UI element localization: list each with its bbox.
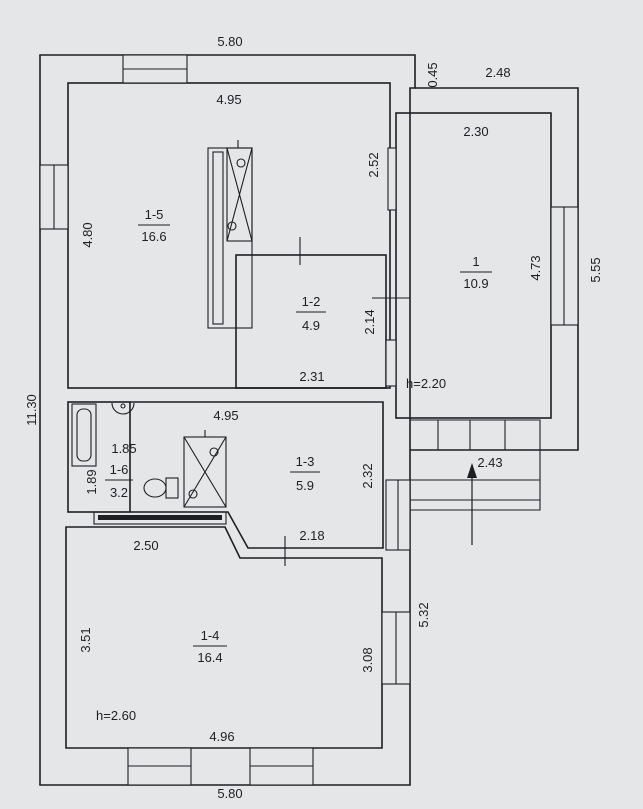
room-1-area: 10.9 [463,276,488,291]
room-1-5-height: 4.80 [80,222,95,247]
room-1-3-bottom: 2.18 [299,528,324,543]
room-1-2 [235,254,387,389]
room-1-3-id: 1-3 [296,454,315,469]
door-frame [385,339,397,387]
room-1-3-height: 2.32 [360,463,375,488]
outer-wall [39,54,416,786]
room-1-5 [67,82,391,389]
sink [111,402,135,415]
porch-width: 2.43 [477,455,502,470]
room-1-6-width: 1.85 [111,441,136,456]
room-1-6-area: 3.2 [110,485,128,500]
room-1-4 [65,526,383,749]
room-1-4-width: 4.96 [209,729,234,744]
room-1-4-id: 1-4 [201,628,220,643]
room-1-5-side: 2.52 [366,152,381,177]
room-1-3-area: 5.9 [296,478,314,493]
room-1-2-width: 2.31 [299,369,324,384]
porch-steps [410,419,541,511]
room-1-2-area: 4.9 [302,318,320,333]
stove-shelf [93,511,227,525]
porch-length: 5.32 [416,602,431,627]
room-1-height: 4.73 [528,255,543,280]
room-1-4-ceiling: h=2.60 [96,708,136,723]
dim-top-width: 5.80 [217,34,242,49]
room-1-4-top: 2.50 [133,538,158,553]
dim-extension-height: 5.55 [588,257,603,282]
room-1-id: 1 [472,254,479,269]
entry-arrow-head [467,463,477,478]
dim-total-height: 11.30 [24,394,39,426]
room-1-2-height: 2.14 [362,309,377,334]
dim-bottom-width: 5.80 [217,786,242,801]
room-1-6-id: 1-6 [110,462,129,477]
room-1-ceiling: h=2.20 [406,376,446,391]
room-1-4-area: 16.4 [197,650,222,665]
room-1-4-height: 3.51 [78,627,93,652]
room-1-4-right: 3.08 [360,647,375,672]
room-1-5-id: 1-5 [145,207,164,222]
door-frame [387,147,397,211]
dim-jog: 0.45 [425,62,440,87]
bathtub [71,403,97,467]
room-1-5-width: 4.95 [216,92,241,107]
room-1-6-height: 1.89 [84,469,99,494]
room-1-3-width: 4.95 [213,408,238,423]
room-1-2-id: 1-2 [302,294,321,309]
dim-extension-width: 2.48 [485,65,510,80]
room-1-width: 2.30 [463,124,488,139]
room-1-5-area: 16.6 [141,229,166,244]
